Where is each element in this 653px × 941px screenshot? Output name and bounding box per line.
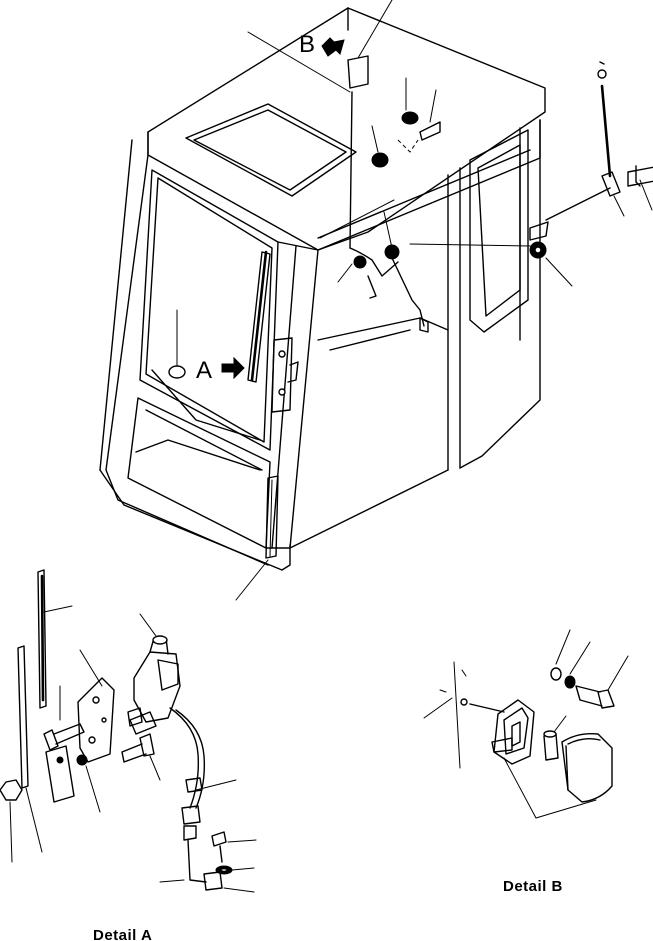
- callout-a: A: [196, 356, 245, 384]
- cab-body: [99, 7, 546, 571]
- wiper-motor-mount: [271, 337, 299, 413]
- detail-a: [0, 569, 257, 893]
- rear-antenna-bracket: [529, 187, 611, 287]
- front-wiper-blade: [247, 250, 271, 383]
- antenna: [597, 61, 653, 217]
- roof-fasteners: [371, 77, 441, 168]
- caption-detail-b: Detail B: [503, 878, 563, 895]
- wiring-harness-side: [319, 199, 531, 333]
- callout-b-arrow: [321, 37, 345, 57]
- callout-b: B: [247, 31, 351, 93]
- window-knob: [168, 309, 186, 379]
- callout-a-letter: A: [196, 357, 212, 384]
- callout-a-arrow: [221, 356, 245, 380]
- roof-lamp: [347, 0, 393, 249]
- detail-b: [423, 629, 629, 819]
- callout-b-letter: B: [299, 31, 315, 58]
- caption-detail-a: Detail A: [93, 927, 152, 941]
- pillar-hose-strip: [235, 475, 279, 601]
